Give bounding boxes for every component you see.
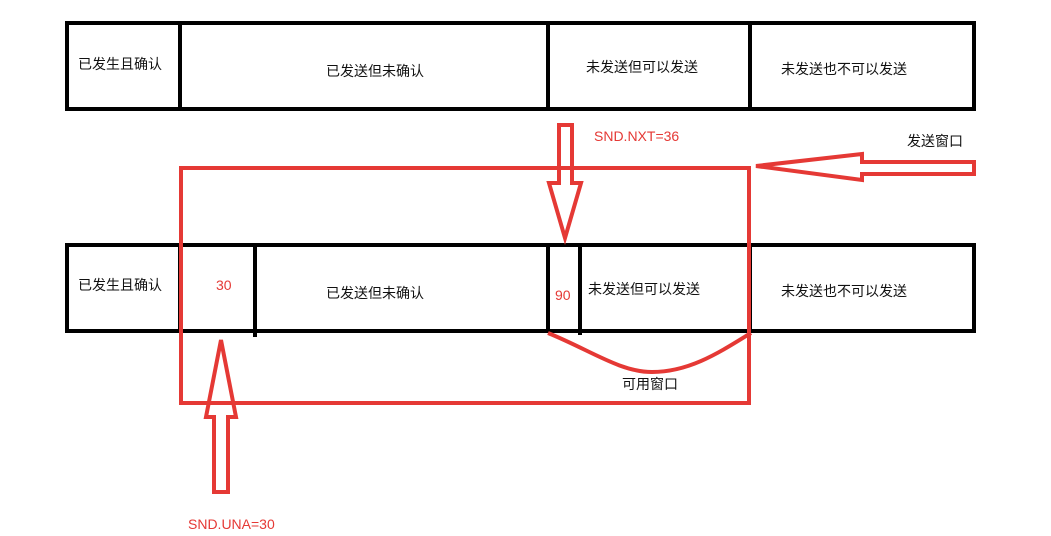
send-window-arrow-icon [755,151,976,183]
top-bar-outline [65,21,976,111]
snd-una-arrow-icon [203,339,239,494]
bottom-segment-sent-unacked: 已发送但未确认 [326,286,424,302]
nxt-sequence-value: 90 [555,287,571,303]
send-window-frame [179,166,751,405]
top-segment-sent-unacked: 已发送但未确认 [326,64,424,80]
top-sequence-bar: 已发生且确认 已发送但未确认 未发送但可以发送 未发送也不可以发送 [65,21,976,111]
send-window-label: 发送窗口 [907,133,963,150]
bottom-segment-can-send: 未发送但可以发送 [588,282,700,298]
bottom-sequence-bar: 已发生且确认 30 已发送但未确认 90 未发送但可以发送 未发送也不可以发送 [65,243,976,337]
snd-una-label: SND.UNA=30 [188,516,275,532]
una-sequence-value: 30 [216,277,232,293]
top-segment-can-send: 未发送但可以发送 [586,60,698,76]
bottom-segment-cannot-send: 未发送也不可以发送 [781,284,907,300]
usable-window-brace [547,331,753,375]
snd-nxt-arrow-icon [546,123,584,246]
top-segment-cannot-send: 未发送也不可以发送 [781,62,907,78]
snd-nxt-label: SND.NXT=36 [594,128,679,144]
bottom-segment-acked: 已发生且确认 [78,278,162,294]
bottom-bar-outline [65,243,976,333]
top-segment-acked: 已发生且确认 [78,57,162,73]
usable-window-label: 可用窗口 [622,376,678,393]
